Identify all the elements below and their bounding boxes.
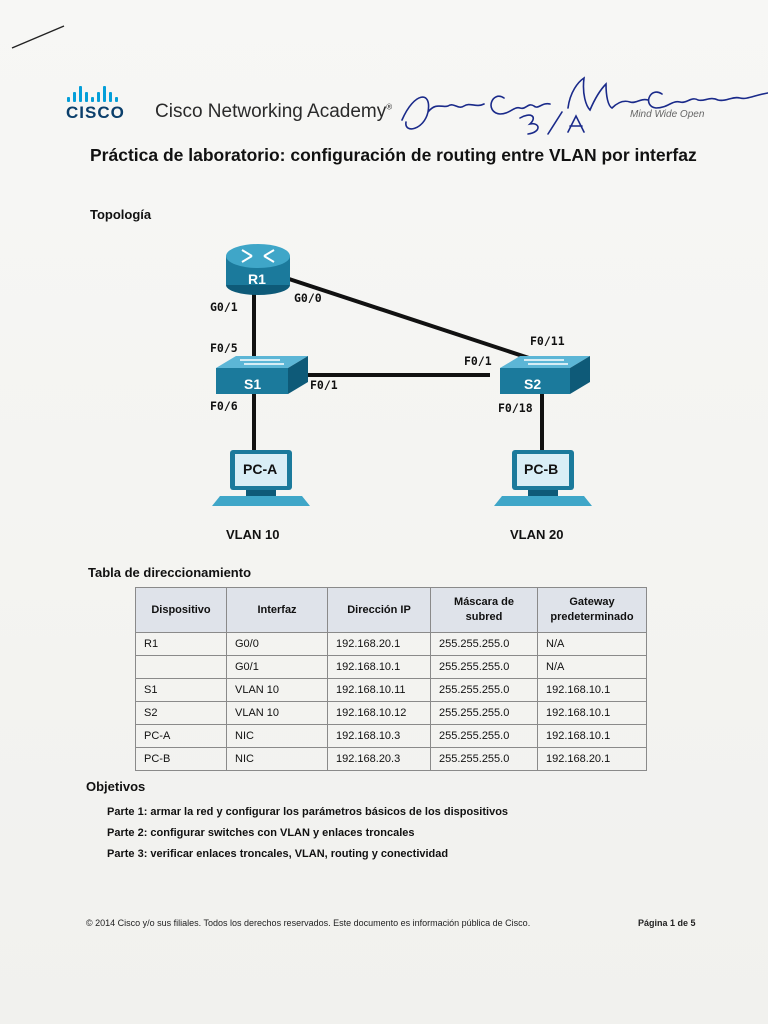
cisco-bars-icon bbox=[67, 86, 125, 102]
column-header: Dispositivo bbox=[135, 587, 227, 633]
column-header: Máscara de subred bbox=[430, 587, 538, 633]
port-s1-f06: F0/6 bbox=[210, 399, 238, 413]
table-cell: 192.168.10.1 bbox=[537, 701, 647, 725]
table-cell: 255.255.255.0 bbox=[430, 678, 538, 702]
table-cell: 255.255.255.0 bbox=[430, 632, 538, 656]
table-cell: G0/0 bbox=[226, 632, 328, 656]
table-cell: 192.168.10.11 bbox=[327, 678, 431, 702]
port-s2-f018: F0/18 bbox=[498, 401, 533, 415]
objective-item: Parte 1: armar la red y configurar los p… bbox=[107, 806, 509, 818]
table-cell: 192.168.10.1 bbox=[327, 655, 431, 679]
table-cell: 192.168.20.1 bbox=[537, 747, 647, 771]
table-cell: G0/1 bbox=[226, 655, 328, 679]
academy-title: Cisco Networking Academy® bbox=[155, 101, 393, 122]
column-header: Dirección IP bbox=[327, 587, 431, 633]
table-cell: S2 bbox=[135, 701, 227, 725]
table-cell: 255.255.255.0 bbox=[430, 747, 538, 771]
switch-s1-icon bbox=[216, 356, 308, 394]
router-label: R1 bbox=[248, 271, 266, 287]
table-cell: NIC bbox=[226, 724, 328, 748]
vlan-b-label: VLAN 20 bbox=[510, 527, 564, 542]
footer-page-number: Página 1 de 5 bbox=[638, 918, 696, 928]
switch-s2-icon bbox=[500, 356, 590, 394]
pc-b-icon bbox=[494, 450, 592, 506]
table-cell: 255.255.255.0 bbox=[430, 724, 538, 748]
vlan-a-label: VLAN 10 bbox=[226, 527, 280, 542]
table-cell: 192.168.10.1 bbox=[537, 724, 647, 748]
table-cell: VLAN 10 bbox=[226, 678, 328, 702]
port-s2-f01: F0/1 bbox=[464, 354, 492, 368]
topology-diagram: R1 S1 S2 PC-A PC-B G0/1 G0/0 F0/5 F0/1 F… bbox=[190, 230, 610, 555]
tagline: Mind Wide Open bbox=[630, 109, 705, 120]
table-cell: N/A bbox=[537, 632, 647, 656]
table-cell: 192.168.10.3 bbox=[327, 724, 431, 748]
table-cell: 192.168.10.12 bbox=[327, 701, 431, 725]
switch-s1-label: S1 bbox=[244, 376, 262, 392]
port-s2-f011: F0/11 bbox=[530, 334, 565, 348]
router-icon bbox=[226, 244, 290, 295]
topology-svg bbox=[212, 244, 592, 506]
cisco-wordmark: CISCO bbox=[66, 103, 125, 122]
port-r1-g00: G0/0 bbox=[294, 291, 322, 305]
port-s1-f01: F0/1 bbox=[310, 378, 338, 392]
table-cell: 192.168.10.1 bbox=[537, 678, 647, 702]
pc-b-label: PC-B bbox=[524, 461, 559, 477]
table-cell: VLAN 10 bbox=[226, 701, 328, 725]
objective-item: Parte 3: verificar enlaces troncales, VL… bbox=[107, 848, 449, 860]
port-s1-f05: F0/5 bbox=[210, 341, 238, 355]
section-addressing: Tabla de direccionamiento bbox=[88, 565, 252, 580]
footer-copyright: © 2014 Cisco y/o sus filiales. Todos los… bbox=[86, 918, 531, 928]
column-header: Gateway predeterminado bbox=[537, 587, 647, 633]
table-cell: S1 bbox=[135, 678, 227, 702]
section-topology: Topología bbox=[90, 207, 152, 222]
table-cell: N/A bbox=[537, 655, 647, 679]
switch-s2-label: S2 bbox=[524, 376, 542, 392]
page-title: Práctica de laboratorio: configuración d… bbox=[90, 145, 697, 165]
table-header-row: Dispositivo Interfaz Dirección IP Máscar… bbox=[135, 587, 647, 633]
cisco-logo: CISCO bbox=[66, 86, 125, 123]
objective-item: Parte 2: configurar switches con VLAN y … bbox=[107, 827, 415, 839]
table-cell: 192.168.20.3 bbox=[327, 747, 431, 771]
table-cell: 255.255.255.0 bbox=[430, 655, 538, 679]
addressing-table: Dispositivo Interfaz Dirección IP Máscar… bbox=[135, 587, 647, 771]
table-cell: NIC bbox=[226, 747, 328, 771]
handwritten-signature bbox=[401, 76, 768, 135]
table-cell: 192.168.20.1 bbox=[327, 632, 431, 656]
table-cell: 255.255.255.0 bbox=[430, 701, 538, 725]
objectives-list: Parte 1: armar la red y configurar los p… bbox=[107, 802, 508, 865]
column-header: Interfaz bbox=[226, 587, 328, 633]
pen-mark bbox=[11, 25, 65, 49]
port-r1-g01: G0/1 bbox=[210, 300, 238, 314]
section-objectives: Objetivos bbox=[86, 779, 146, 794]
table-cell bbox=[135, 655, 227, 679]
pc-a-label: PC-A bbox=[243, 461, 278, 477]
table-cell: R1 bbox=[135, 632, 227, 656]
table-cell: PC-A bbox=[135, 724, 227, 748]
pc-a-icon bbox=[212, 450, 310, 506]
table-cell: PC-B bbox=[135, 747, 227, 771]
link-r1-s2 bbox=[285, 276, 536, 362]
